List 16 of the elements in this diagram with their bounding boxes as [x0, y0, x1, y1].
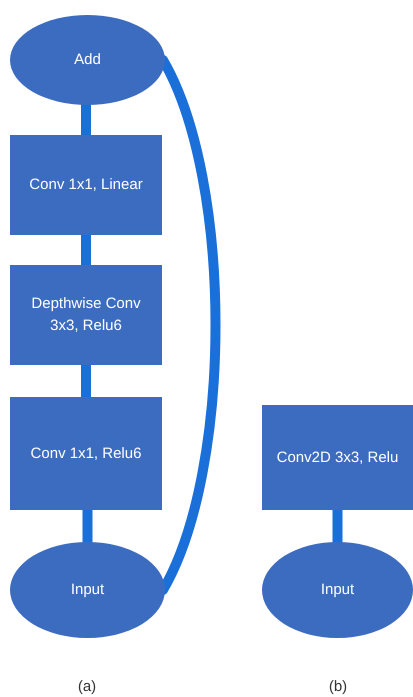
- ellipse-node: [10, 15, 165, 105]
- node-text: Input: [70, 580, 104, 600]
- node-text: Depthwise Conv 3x3, Relu6: [30, 294, 142, 336]
- node-text: Input: [320, 580, 354, 600]
- process-box: [262, 405, 413, 510]
- panel-label: (a): [76, 677, 98, 697]
- process-box: [10, 397, 162, 510]
- ellipse-node: [10, 542, 165, 638]
- node-text: Conv 1x1, Relu6: [30, 444, 142, 464]
- node-text: Add: [74, 50, 101, 70]
- node-text: Conv2D 3x3, Relu: [276, 448, 398, 468]
- ellipse-node: [262, 542, 413, 638]
- process-box: [10, 265, 162, 365]
- node-text: Conv 1x1, Linear: [29, 175, 143, 195]
- process-box: [10, 135, 162, 235]
- panel-label: (b): [328, 677, 348, 697]
